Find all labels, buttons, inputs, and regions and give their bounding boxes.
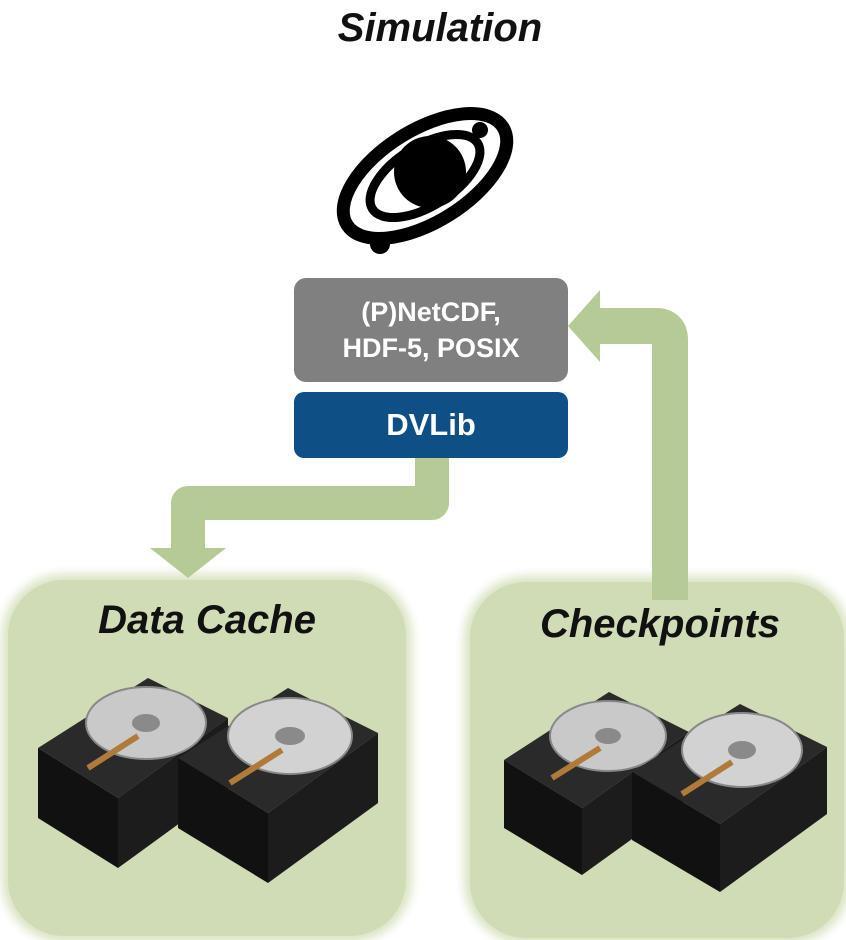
checkpoints-label: Checkpoints bbox=[539, 602, 781, 646]
simulation-title: Simulation bbox=[337, 6, 543, 50]
arrow-head-io-box bbox=[568, 290, 600, 362]
io-line-1: (P)NetCDF, bbox=[361, 297, 501, 327]
data-cache-label: Data Cache bbox=[98, 598, 316, 642]
hard-drive-icon bbox=[632, 704, 827, 892]
galaxy-orbit-icon bbox=[336, 107, 514, 254]
io-library-box: (P)NetCDF, HDF-5, POSIX bbox=[294, 278, 568, 382]
arrow-from-checkpoints bbox=[596, 308, 688, 600]
arrow-to-data-cache bbox=[171, 456, 449, 555]
data-cache-drives bbox=[38, 678, 378, 883]
io-line-2: HDF-5, POSIX bbox=[342, 333, 520, 363]
checkpoint-drives bbox=[504, 692, 827, 892]
dvlib-label: DVLib bbox=[386, 407, 476, 442]
hard-drive-icon bbox=[178, 688, 378, 883]
arrow-head-data-cache bbox=[150, 548, 226, 578]
hard-drive-icon bbox=[504, 692, 689, 875]
dvlib-box: DVLib bbox=[294, 392, 568, 458]
